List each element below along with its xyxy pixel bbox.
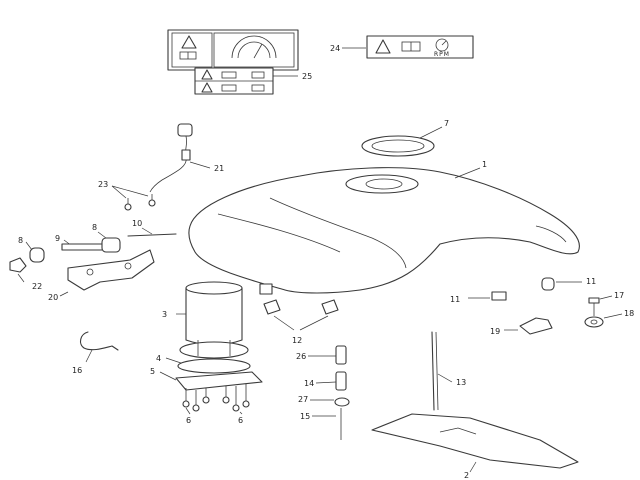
pump-body [185,287,243,346]
pump-flange [179,341,249,359]
right-small-parts: 11 11 19 17 18 [450,277,634,336]
switch-head [177,123,193,137]
clip-16: 16 [72,331,119,375]
tachometer-icon [231,35,277,59]
screw [232,404,240,412]
callout-2: 2 [464,471,469,480]
tank-tab-left [259,283,273,295]
screws-6-right [222,384,250,412]
pump-top [185,281,243,295]
mounting-plate-5 [175,371,263,391]
callout-8: 8 [18,236,23,245]
pump-mount: 4 5 6 6 [150,354,263,425]
callout-13: 13 [456,378,466,387]
spacer-9 [101,237,121,253]
rpm-label: RPM [434,51,450,58]
callout-11a: 11 [450,295,460,304]
pad-2: 2 [371,413,579,480]
callout-21: 21 [214,164,224,173]
callout-14: 14 [304,379,314,388]
decal-sheet-main [167,29,299,71]
callout-8b: 8 [92,223,97,232]
callout-10: 10 [132,219,142,228]
screw [124,203,132,211]
grommet-11-left [491,291,507,301]
nut-22 [9,257,27,273]
warning-triangle-icon [181,35,197,49]
warning-triangle-icon [201,69,213,80]
bracket-assembly: 8 9 8 10 20 22 [9,219,177,302]
screw [192,404,200,412]
switch-connector [181,149,191,161]
bracket-12-right [321,299,339,315]
callout-17: 17 [614,291,624,300]
decal-24: 24 RPM [330,35,474,59]
bracket-12-left [263,299,281,315]
fuel-pump-3: 3 [162,281,249,359]
callout-12: 12 [292,336,302,345]
filler-ring [361,135,435,157]
callout-25: 25 [302,72,312,81]
rubber-grommet-8 [29,247,45,263]
filler-ring-7: 7 [361,119,449,157]
spacer-stack: 26 14 27 15 [296,345,350,440]
callout-15: 15 [300,412,310,421]
rod-10 [127,233,177,237]
bolt-17-head [588,297,600,304]
washer-27 [334,397,350,407]
screw [202,396,210,404]
callout-27: 27 [298,395,308,404]
fuel-tank: 1 [188,160,580,294]
spacer-26 [335,345,347,365]
grommet-11-right [541,277,555,291]
decal-group-25: 25 [167,29,312,95]
tank-pad [371,413,579,469]
warning-triangle-icon [375,39,391,54]
callout-23: 23 [98,180,108,189]
callout-3: 3 [162,310,167,319]
callout-19: 19 [490,327,500,336]
callout-26: 26 [296,352,306,361]
callout-18: 18 [624,309,634,318]
brackets-12: 12 [259,283,339,345]
callout-9: 9 [55,234,60,243]
callout-1: 1 [482,160,487,169]
callout-16: 16 [72,366,82,375]
warning-triangle-icon [201,82,213,93]
screw [148,199,156,207]
screw [182,400,190,408]
tachometer-icon [435,38,449,52]
spacer-14 [335,371,347,391]
hose-clip [79,331,119,351]
switch-21: 21 [149,123,224,193]
long-rod [431,331,435,411]
gasket-4 [177,358,251,374]
rod-13: 13 [431,331,466,411]
callout-5: 5 [150,367,155,376]
callout-20: 20 [48,293,58,302]
screw [222,396,230,404]
screws-23: 23 [98,180,156,211]
screws-6-left [182,388,210,412]
callout-6a: 6 [186,416,191,425]
washer-18 [584,316,604,328]
fuel-cap-recess [345,174,419,194]
bracket-20 [67,249,155,291]
screw [242,400,250,408]
callout-4: 4 [156,354,161,363]
callout-22: 22 [32,282,42,291]
callout-6b: 6 [238,416,243,425]
clamp-19 [519,317,553,335]
callout-7: 7 [444,119,449,128]
callout-11b: 11 [586,277,596,286]
callout-24: 24 [330,44,340,53]
